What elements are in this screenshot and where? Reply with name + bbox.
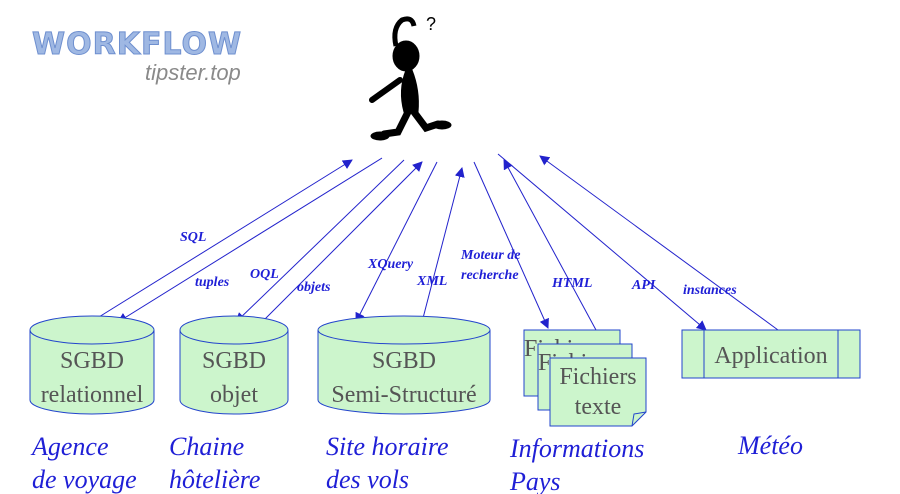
arrow-sql bbox=[85, 159, 353, 326]
label-moteur-2: recherche bbox=[461, 268, 519, 283]
arrow-xquery bbox=[355, 161, 438, 323]
arrow-oql bbox=[235, 159, 405, 323]
node-sgbd-objet: SGBD objet bbox=[179, 315, 289, 415]
node-files-line2: texte bbox=[575, 394, 622, 420]
node-files-line1: Fichiers bbox=[559, 364, 636, 390]
node-sgbd-relationnel: SGBD relationnel bbox=[29, 315, 155, 415]
label-instances: instances bbox=[683, 283, 737, 298]
arrow-tuples bbox=[117, 157, 383, 323]
label-moteur-1: Moteur de bbox=[460, 248, 521, 263]
node-object-line1: SGBD bbox=[202, 348, 266, 374]
arrow-search bbox=[473, 161, 549, 329]
label-html: HTML bbox=[551, 276, 592, 291]
logo-name: WORKFLOW bbox=[32, 27, 242, 62]
arrow-objets bbox=[261, 161, 423, 323]
question-mark: ? bbox=[426, 14, 436, 34]
arrow-html bbox=[503, 159, 597, 331]
label-xml: XML bbox=[416, 274, 447, 289]
label-xquery: XQuery bbox=[367, 257, 414, 272]
caption-weather-line1: Météo bbox=[737, 431, 803, 460]
caption-hotel-line1: Chaine bbox=[169, 432, 244, 461]
node-sgbd-semi-structure: SGBD Semi-Structuré bbox=[317, 315, 491, 415]
caption-flights-line2: des vols bbox=[326, 465, 409, 494]
label-tuples: tuples bbox=[195, 275, 230, 290]
caption-flights-line1: Site horaire bbox=[326, 432, 449, 461]
node-application-label: Application bbox=[714, 343, 827, 369]
arrow-api bbox=[497, 153, 707, 331]
node-semistructured-line2: Semi-Structuré bbox=[331, 382, 476, 408]
label-api: API bbox=[631, 278, 656, 293]
arrow-xml bbox=[421, 167, 465, 323]
label-sql: SQL bbox=[180, 230, 206, 245]
label-objets: objets bbox=[297, 280, 331, 295]
node-fichiers-texte: Fichiers Fichiers Fichiers texte bbox=[523, 329, 647, 427]
caption-country-line1: Informations bbox=[509, 434, 644, 463]
caption-travel-line2: de voyage bbox=[32, 465, 137, 494]
node-relational-line1: SGBD bbox=[60, 348, 124, 374]
caption-travel-line1: Agence bbox=[30, 432, 109, 461]
node-application: Application bbox=[681, 329, 861, 379]
arrows bbox=[85, 153, 779, 331]
thinking-person-icon: ? bbox=[369, 14, 452, 141]
node-relational-line2: relationnel bbox=[41, 382, 144, 408]
node-semistructured-line1: SGBD bbox=[372, 348, 436, 374]
label-oql: OQL bbox=[250, 267, 279, 282]
logo: WORKFLOW tipster.top bbox=[32, 27, 242, 86]
node-object-line2: objet bbox=[210, 382, 258, 408]
captions: Agence de voyage Chaine hôtelière Site h… bbox=[30, 431, 803, 494]
arrow-instances bbox=[539, 155, 779, 331]
edge-labels: SQL tuples OQL objets XQuery XML Moteur … bbox=[180, 230, 737, 298]
logo-site: tipster.top bbox=[145, 60, 241, 85]
caption-country-line2: Pays bbox=[509, 467, 561, 494]
caption-hotel-line2: hôtelière bbox=[169, 465, 260, 494]
